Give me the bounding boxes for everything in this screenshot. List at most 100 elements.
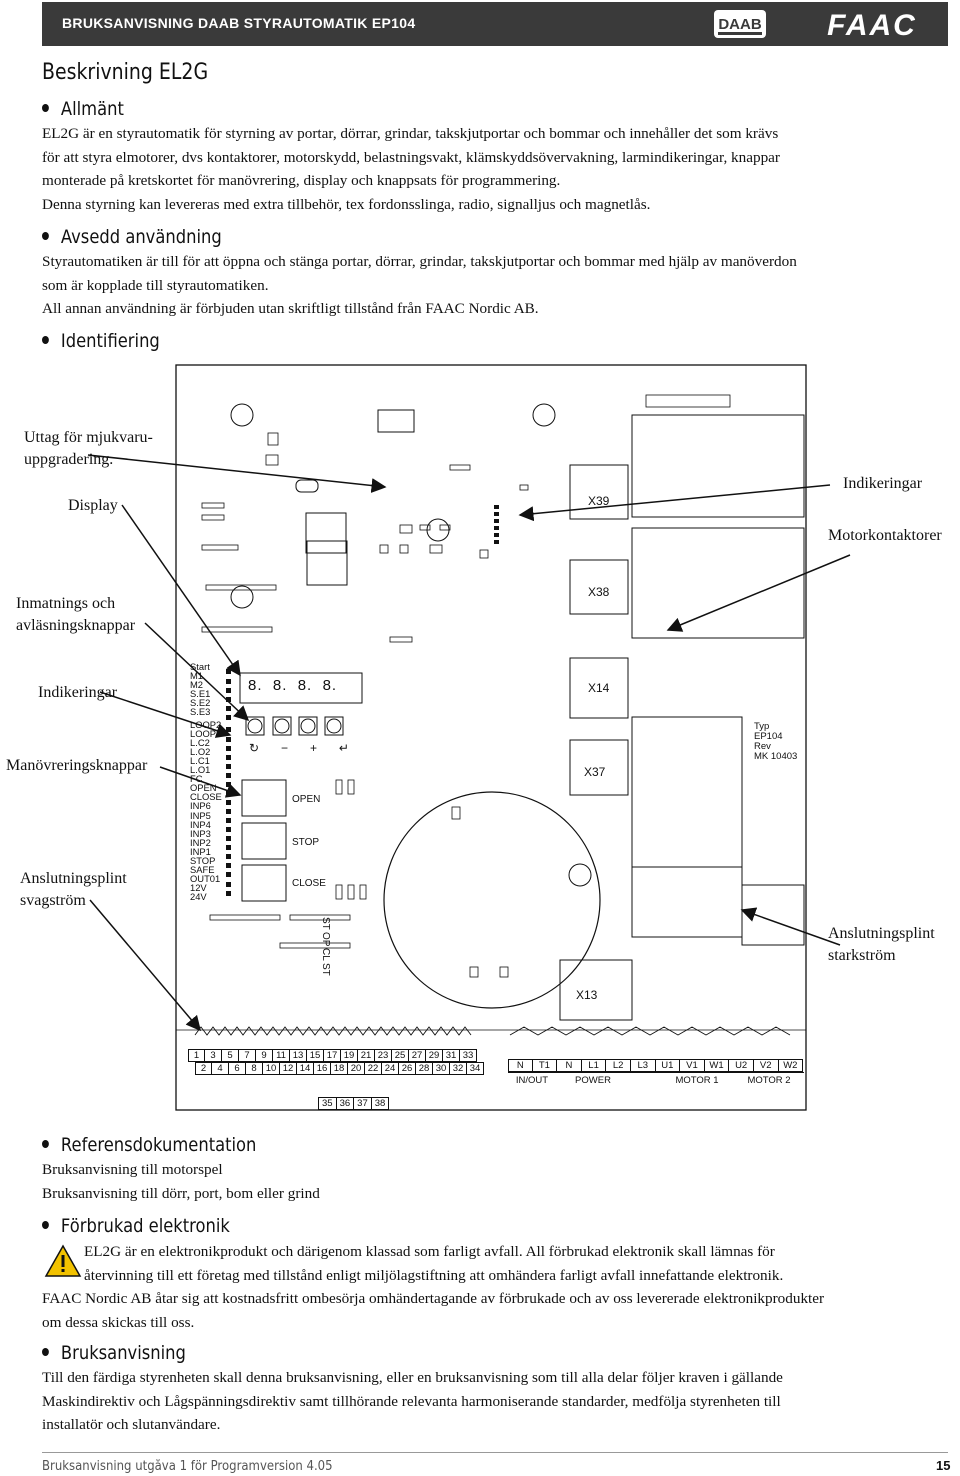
heading-identifiering: Identifiering bbox=[42, 330, 160, 352]
terminal-26: 26 bbox=[399, 1062, 416, 1075]
paragraph-referens: Bruksanvisning till motorspel Bruksanvis… bbox=[42, 1161, 320, 1202]
heading-bruksanvisning: Bruksanvisning bbox=[42, 1342, 186, 1364]
label-indikeringar-left: Indikeringar bbox=[38, 684, 118, 701]
paragraph-forbrukad-1: EL2G är en elektronikprodukt och därigen… bbox=[84, 1243, 784, 1284]
terminal-3: 3 bbox=[205, 1049, 222, 1062]
label-indikeringar-right: Indikeringar bbox=[843, 475, 923, 492]
terminal-27: 27 bbox=[409, 1049, 426, 1062]
terminal-1: 1 bbox=[188, 1049, 205, 1062]
terminal-9: 9 bbox=[256, 1049, 273, 1062]
enter-icon[interactable]: ↵ bbox=[338, 741, 349, 755]
board-diagram: Uttag för mjukvaru-uppgradering. Display… bbox=[0, 355, 960, 1115]
terminal-4: 4 bbox=[212, 1062, 229, 1075]
connector-x13: X13 bbox=[576, 988, 598, 1002]
circuit-board bbox=[87, 364, 851, 1111]
open-button[interactable]: OPEN bbox=[292, 794, 321, 805]
terminal-22: 22 bbox=[365, 1062, 382, 1075]
label-uttag: Uttag för mjukvaru-uppgradering. bbox=[24, 429, 153, 468]
bullet-icon bbox=[42, 1220, 49, 1229]
power-terminal-W1: W1 bbox=[704, 1059, 730, 1072]
terminal-23: 23 bbox=[375, 1049, 392, 1062]
minus-icon[interactable]: − bbox=[281, 741, 289, 755]
terminal-17: 17 bbox=[324, 1049, 341, 1062]
footer-text: Bruksanvisning utgåva 1 för Programversi… bbox=[42, 1459, 333, 1474]
paragraph-avsedd: Styrautomatiken är till för att öppna oc… bbox=[42, 253, 797, 317]
label-motorkontaktorer: Motorkontaktorer bbox=[828, 527, 942, 544]
bullet-icon bbox=[42, 103, 49, 112]
terminal-13: 13 bbox=[290, 1049, 307, 1062]
bullet-icon bbox=[42, 231, 49, 240]
header-bar: BRUKSANVISNING DAAB STYRAUTOMATIK EP104 … bbox=[42, 2, 948, 46]
reset-icon[interactable]: ↻ bbox=[249, 741, 260, 755]
warning-icon bbox=[44, 1244, 82, 1277]
terminal-34: 34 bbox=[467, 1062, 484, 1075]
heading-forbrukad: Förbrukad elektronik bbox=[42, 1215, 230, 1237]
heading-allmant: Allmänt bbox=[42, 98, 124, 120]
terminal-19: 19 bbox=[341, 1049, 358, 1062]
faac-logo: FAAC bbox=[827, 10, 917, 38]
terminal-29: 29 bbox=[426, 1049, 443, 1062]
power-terminal-V2: V2 bbox=[753, 1059, 779, 1072]
power-terminal-U2: U2 bbox=[729, 1059, 754, 1072]
terminal-33: 33 bbox=[460, 1049, 477, 1062]
connector-x39: X39 bbox=[588, 494, 610, 508]
terminal-32: 32 bbox=[450, 1062, 467, 1075]
power-terminal-T1: T1 bbox=[532, 1059, 558, 1072]
terminal-12: 12 bbox=[280, 1062, 297, 1075]
paragraph-bruksanvisning: Till den färdiga styrenheten skall denna… bbox=[42, 1369, 783, 1433]
plus-icon[interactable]: + bbox=[309, 741, 317, 755]
power-terminal-L3: L3 bbox=[630, 1059, 656, 1072]
page-number: 15 bbox=[936, 1458, 951, 1473]
stop-button[interactable]: STOP bbox=[292, 837, 320, 848]
terminal-14: 14 bbox=[297, 1062, 314, 1075]
terminal-7: 7 bbox=[239, 1049, 256, 1062]
daab-logo: DAAB bbox=[714, 10, 766, 38]
terminal-24: 24 bbox=[382, 1062, 399, 1075]
terminal-30: 30 bbox=[433, 1062, 450, 1075]
power-terminal-L1: L1 bbox=[581, 1059, 607, 1072]
bullet-icon bbox=[42, 1139, 49, 1148]
terminal-20: 20 bbox=[348, 1062, 365, 1075]
connector-x37: X37 bbox=[584, 765, 606, 779]
terminal-6: 6 bbox=[229, 1062, 246, 1075]
terminal-31: 31 bbox=[443, 1049, 460, 1062]
connector-x38: X38 bbox=[588, 585, 610, 599]
power-terminal-V1: V1 bbox=[680, 1059, 705, 1072]
terminal-8: 8 bbox=[246, 1062, 263, 1075]
terminal-18: 18 bbox=[331, 1062, 348, 1075]
heading-avsedd: Avsedd användning bbox=[42, 226, 222, 248]
terminal-2: 2 bbox=[195, 1062, 212, 1075]
bullet-icon bbox=[42, 335, 49, 344]
terminal-25: 25 bbox=[392, 1049, 409, 1062]
power-terminal-N: N bbox=[508, 1059, 533, 1072]
label-manovrering: Manövreringsknappar bbox=[6, 757, 148, 774]
paragraph-allmant: EL2G är en styrautomatik för styrning av… bbox=[42, 125, 780, 213]
display-digits: 8. 8. 8. 8. bbox=[248, 677, 338, 694]
terminal-strip-extra: 35 36 37 38 bbox=[318, 1097, 390, 1110]
footer-divider bbox=[42, 1452, 948, 1453]
bullet-icon bbox=[42, 1347, 49, 1356]
power-terminal-L2: L2 bbox=[606, 1059, 631, 1072]
heading-referens: Referensdokumentation bbox=[42, 1134, 256, 1156]
terminal-5: 5 bbox=[222, 1049, 239, 1062]
key-symbols: ↻ − + ↵ bbox=[249, 741, 349, 755]
terminal-15: 15 bbox=[307, 1049, 324, 1062]
label-display: Display bbox=[68, 497, 118, 514]
power-terminal-W2: W2 bbox=[778, 1059, 804, 1072]
power-terminal-U1: U1 bbox=[655, 1059, 681, 1072]
connector-x14: X14 bbox=[588, 681, 610, 695]
terminal-10: 10 bbox=[263, 1062, 280, 1075]
close-button[interactable]: CLOSE bbox=[292, 878, 326, 889]
terminal-28: 28 bbox=[416, 1062, 433, 1075]
svg-text:FAAC: FAAC bbox=[827, 10, 917, 38]
power-terminal-N: N bbox=[557, 1059, 582, 1072]
page-title: Beskrivning EL2G bbox=[42, 60, 209, 85]
paragraph-forbrukad-2: FAAC Nordic AB åtar sig att kostnadsfrit… bbox=[42, 1290, 825, 1331]
